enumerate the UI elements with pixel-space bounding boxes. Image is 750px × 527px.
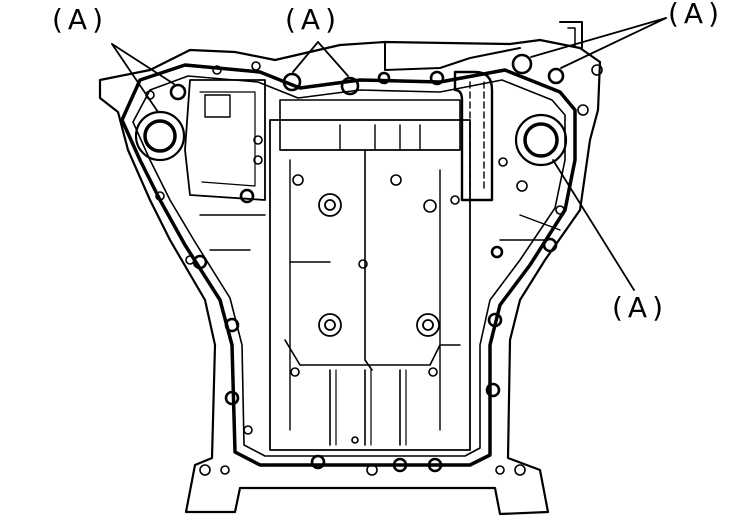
top-notch: [559, 21, 583, 49]
gasket-groove-outer: [120, 63, 577, 467]
bolt-holes: [169, 53, 565, 473]
sump-ribs: [329, 369, 401, 446]
callout-a-top-middle: (A): [285, 3, 342, 36]
upper-left-chamber: [184, 79, 266, 201]
upper-mid-slots: [339, 124, 421, 151]
large-bore-right: [514, 113, 568, 167]
upper-mid-block: [279, 99, 461, 151]
housing-outline: [98, 38, 602, 516]
callout-a-right: (A): [612, 291, 669, 324]
sump-step: [284, 339, 461, 366]
right-ribs: [499, 214, 561, 241]
callout-a-top-right: (A): [668, 0, 725, 30]
gasket-groove-inner: [132, 75, 566, 457]
pickup-tube-dash: [469, 81, 485, 193]
upper-right-bracket: [384, 41, 521, 71]
boss-plugs: [318, 193, 440, 337]
top-notch-inner: [567, 27, 576, 47]
callout-a-top-left: (A): [52, 3, 109, 36]
leader-lines: [111, 17, 667, 291]
upper-left-chamber-inner: [199, 91, 256, 187]
sump-ribs-2: [335, 369, 407, 446]
large-bore-left: [134, 110, 186, 162]
inner-floor: [269, 119, 471, 451]
rib-centre: [364, 149, 373, 371]
pickup-tube: [453, 70, 494, 202]
left-ribs: [199, 214, 266, 251]
left-window: [204, 94, 231, 118]
